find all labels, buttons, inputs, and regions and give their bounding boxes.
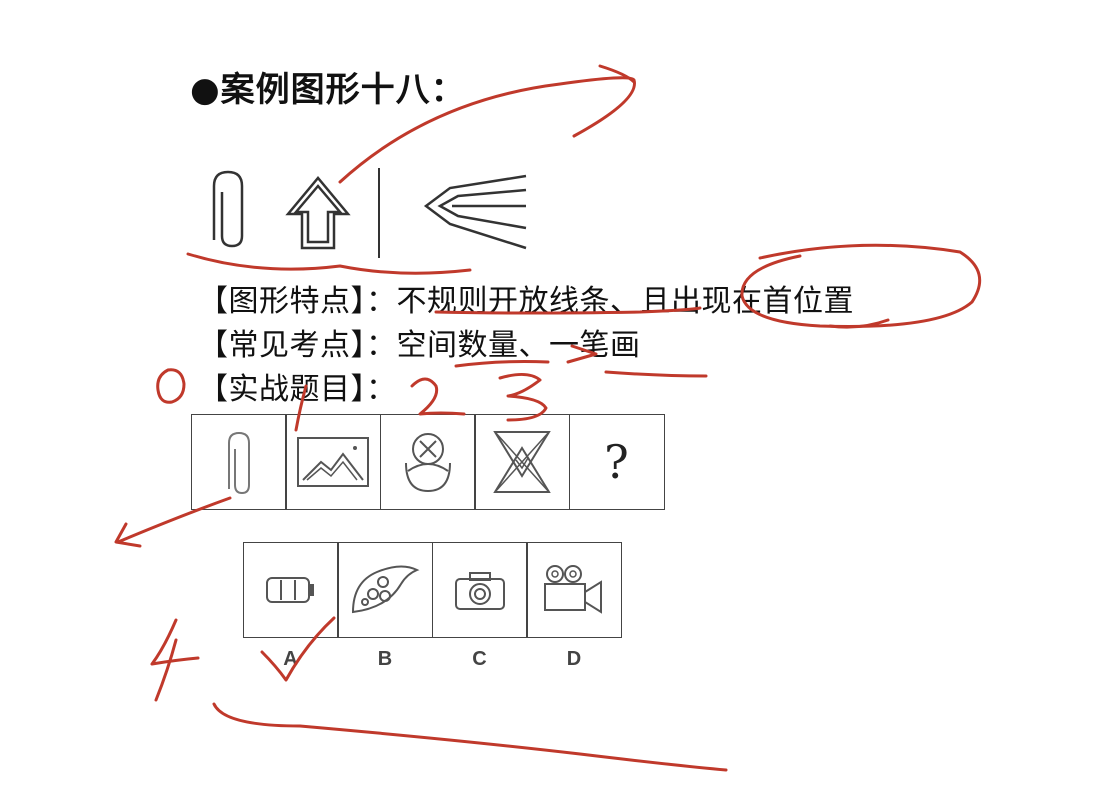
options-row: [242, 542, 622, 638]
question-cell-unknown: ?: [568, 414, 665, 510]
annotation-number-2: [410, 377, 466, 416]
question-cell-4: [474, 414, 570, 510]
annotation-underline-oneline: [604, 370, 708, 378]
left-arrow-lines-icon: [423, 174, 527, 250]
video-camera-icon: [544, 565, 602, 614]
annotation-arc-arrowhead: [598, 64, 636, 84]
landscape-picture-icon: [297, 437, 369, 487]
paint-palette-icon: [351, 565, 420, 614]
battery-icon: [265, 577, 314, 603]
annotation-underline-bottom: [212, 702, 728, 772]
annotation-number-4-stem: [154, 638, 178, 702]
question-mark: ?: [604, 435, 629, 489]
question-cell-2: [285, 414, 381, 510]
option-d-cell[interactable]: [526, 542, 622, 638]
paperclip-icon: [227, 431, 250, 495]
option-label-d: D: [566, 648, 582, 670]
option-label-a: A: [283, 648, 298, 670]
hourglass-triangles-icon: [493, 431, 551, 493]
annotation-tail-position: [828, 318, 890, 329]
case-title: ●案例图形十八：: [190, 70, 466, 110]
example-figures: [196, 166, 536, 262]
option-label-b: B: [377, 648, 393, 670]
question-cell-3: [379, 414, 476, 510]
question-row: ?: [190, 414, 665, 510]
option-a-cell[interactable]: [242, 542, 339, 638]
circle-x-shield-icon: [404, 433, 451, 493]
option-c-cell[interactable]: [431, 542, 528, 638]
annotation-number-4: [150, 618, 200, 666]
practice-line: 【实战题目】：: [198, 372, 397, 407]
question-cell-1: [190, 414, 287, 510]
up-arrow-icon: [285, 176, 351, 250]
annotation-number-0: [156, 368, 186, 404]
common-points-line: 【常见考点】：空间数量、一笔画: [198, 328, 641, 363]
camera-icon: [454, 572, 505, 610]
option-label-c: C: [472, 648, 487, 670]
paperclip-icon: [212, 170, 244, 248]
annotation-arrow-left-head: [114, 522, 142, 548]
features-line: 【图形特点】：不规则开放线条、且出现在首位置: [198, 284, 854, 319]
example-figures-svg: [212, 168, 527, 258]
option-labels: A B C D: [244, 648, 622, 671]
option-b-cell[interactable]: [337, 542, 433, 638]
